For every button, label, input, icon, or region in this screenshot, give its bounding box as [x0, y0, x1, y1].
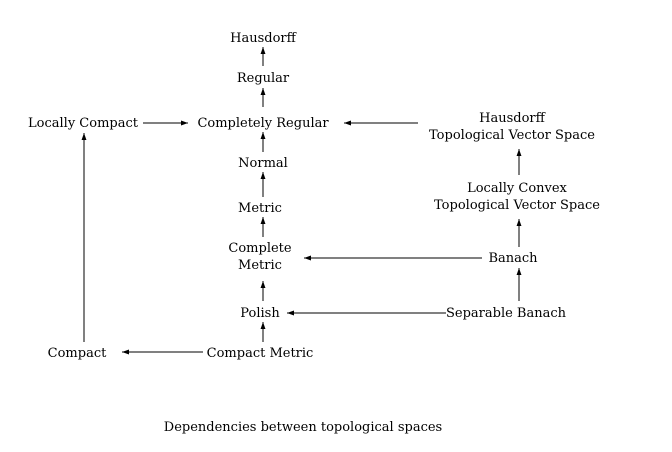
node-metric: Metric: [238, 201, 282, 216]
node-completely-regular: Completely Regular: [197, 116, 329, 131]
node-locally-convex-tvs-line2: Topological Vector Space: [434, 198, 600, 213]
node-complete-metric-line2: Metric: [238, 258, 282, 273]
node-locally-convex-tvs-line1: Locally Convex: [467, 181, 567, 196]
node-normal: Normal: [238, 156, 288, 171]
node-hausdorff-tvs: Hausdorff Topological Vector Space: [429, 110, 595, 144]
node-locally-convex-tvs: Locally Convex Topological Vector Space: [434, 180, 600, 214]
node-regular: Regular: [236, 71, 290, 86]
node-hausdorff-tvs-line1: Hausdorff: [479, 111, 545, 126]
node-separable-banach: Separable Banach: [445, 306, 567, 321]
node-complete-metric: Complete Metric: [228, 240, 291, 274]
node-hausdorff: Hausdorff: [230, 31, 296, 46]
node-locally-compact: Locally Compact: [28, 116, 138, 131]
node-compact: Compact: [47, 346, 107, 361]
node-polish: Polish: [240, 306, 280, 321]
node-compact-metric: Compact Metric: [206, 346, 314, 361]
node-complete-metric-line1: Complete: [228, 241, 292, 256]
diagram-caption: Dependencies between topological spaces: [163, 420, 443, 435]
node-banach: Banach: [488, 251, 538, 266]
node-hausdorff-tvs-line2: Topological Vector Space: [429, 128, 595, 143]
